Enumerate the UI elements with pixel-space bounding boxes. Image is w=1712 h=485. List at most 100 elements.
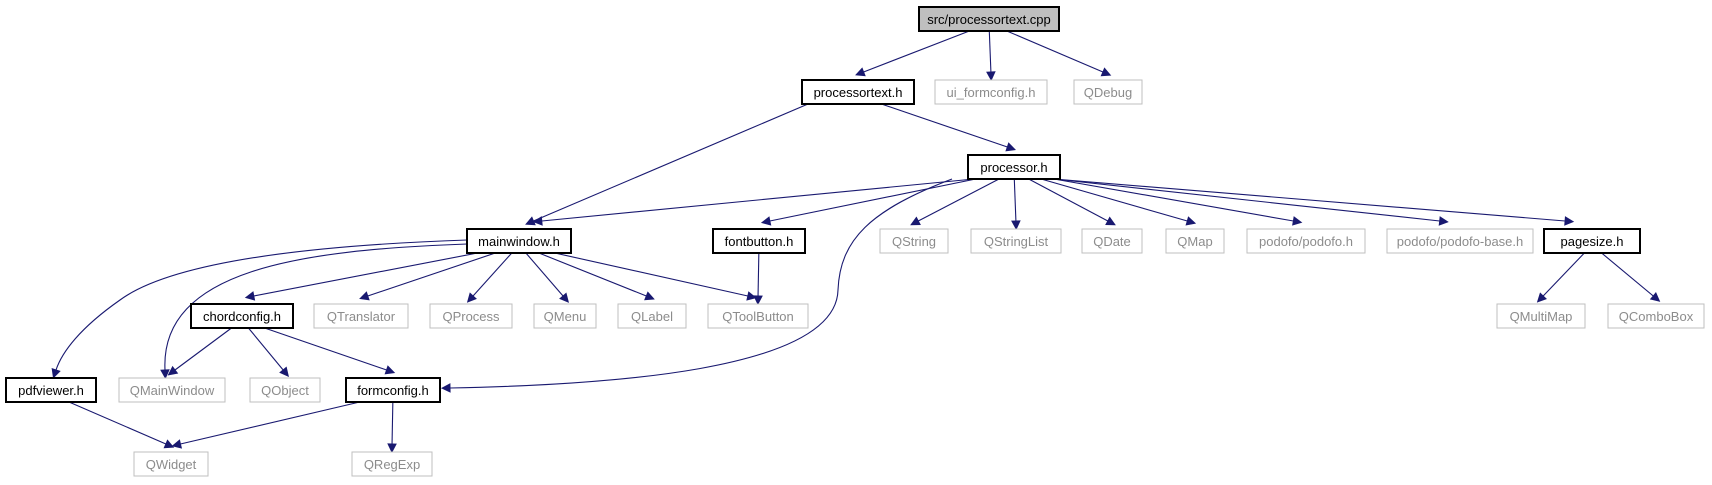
arrowhead-podofo-h — [1292, 216, 1303, 226]
node-qmap[interactable]: QMap — [1165, 228, 1225, 254]
node-qmainwindow[interactable]: QMainWindow — [118, 377, 226, 403]
arrowhead-processor-h — [1005, 142, 1016, 152]
node-mainwindow-h[interactable]: mainwindow.h — [466, 228, 572, 254]
node-qtoolbutton[interactable]: QToolButton — [707, 303, 809, 329]
edge-mainwindow-h-to-qmainwindow — [164, 243, 468, 371]
node-label: QWidget — [146, 457, 197, 472]
edge-processor-h-to-fontbutton-h — [769, 178, 976, 222]
node-qdebug[interactable]: QDebug — [1073, 79, 1143, 105]
node-qmultimap[interactable]: QMultiMap — [1496, 303, 1586, 329]
node-qmenu[interactable]: QMenu — [533, 303, 597, 329]
node-label: QString — [892, 234, 936, 249]
node-label: chordconfig.h — [203, 309, 281, 324]
node-label: QDebug — [1084, 85, 1132, 100]
node-label: QLabel — [631, 309, 673, 324]
arrowhead-qmap — [1185, 216, 1197, 226]
arrowhead-qwidget — [171, 439, 183, 449]
node-label: podofo/podofo.h — [1259, 234, 1353, 249]
node-podofo-h[interactable]: podofo/podofo.h — [1246, 228, 1366, 254]
arrowhead-qobject — [279, 366, 289, 378]
node-label: ui_formconfig.h — [947, 85, 1036, 100]
node-qregexp[interactable]: QRegExp — [351, 451, 433, 477]
node-label: QRegExp — [364, 457, 420, 472]
node-chordconfig-h[interactable]: chordconfig.h — [190, 303, 294, 329]
edge-formconfig-h-to-qregexp — [391, 401, 394, 445]
node-processortext-h[interactable]: processortext.h — [801, 79, 915, 105]
node-podofo-base-h[interactable]: podofo/podofo-base.h — [1386, 228, 1534, 254]
arrowhead-qmainwindow — [167, 365, 179, 376]
node-processor-h[interactable]: processor.h — [967, 154, 1061, 180]
arrowhead-qstring — [910, 216, 921, 226]
node-qdate[interactable]: QDate — [1081, 228, 1143, 254]
arrowhead-processortext-h — [855, 67, 866, 77]
edge-processor-h-to-podofo-base-h — [1053, 178, 1440, 222]
node-fontbutton-h[interactable]: fontbutton.h — [712, 228, 806, 254]
node-label: QObject — [261, 383, 309, 398]
edge-processor-h-to-podofo-h — [1053, 178, 1294, 222]
node-pdfviewer-h[interactable]: pdfviewer.h — [5, 377, 97, 403]
node-label: QMap — [1177, 234, 1212, 249]
edge-processor-h-to-formconfig-h — [449, 178, 953, 389]
arrowhead-qtoolbutton — [753, 295, 763, 306]
node-label: src/processortext.cpp — [927, 12, 1051, 27]
node-label: processor.h — [980, 160, 1047, 175]
arrowhead-mainwindow-h — [532, 216, 543, 226]
node-qwidget[interactable]: QWidget — [133, 451, 209, 477]
node-label: QMenu — [544, 309, 587, 324]
node-qcombobox[interactable]: QComboBox — [1607, 303, 1705, 329]
node-qstringlist[interactable]: QStringList — [970, 228, 1062, 254]
node-label: pdfviewer.h — [18, 383, 84, 398]
edge-processor-h-to-mainwindow-h — [541, 178, 975, 222]
node-label: fontbutton.h — [725, 234, 794, 249]
edge-chordconfig-h-to-formconfig-h — [264, 327, 387, 371]
node-qstring[interactable]: QString — [879, 228, 949, 254]
node-pagesize-h[interactable]: pagesize.h — [1543, 228, 1641, 254]
edge-processor-h-to-qstring — [917, 178, 1000, 222]
edge-processortext-cpp-to-qdebug — [1006, 30, 1104, 73]
node-label: QTranslator — [327, 309, 396, 324]
arrowhead-qtranslator — [359, 291, 370, 301]
arrowhead-podofo-base-h — [1438, 216, 1449, 226]
node-label: mainwindow.h — [478, 234, 560, 249]
node-qobject[interactable]: QObject — [249, 377, 321, 403]
edge-chordconfig-h-to-qmainwindow — [174, 327, 232, 371]
arrowhead-qmultimap — [1536, 292, 1547, 303]
node-label: podofo/podofo-base.h — [1397, 234, 1524, 249]
node-label: processortext.h — [814, 85, 903, 100]
edge-chordconfig-h-to-qobject — [248, 327, 284, 371]
node-qlabel[interactable]: QLabel — [617, 303, 687, 329]
node-label: formconfig.h — [357, 383, 429, 398]
edge-mainwindow-h-to-qtranslator — [367, 252, 496, 297]
arrowhead-qmainwindow — [160, 369, 170, 380]
edge-mainwindow-h-to-qlabel — [538, 252, 647, 297]
edge-pdfviewer-h-to-qwidget — [68, 401, 167, 445]
node-label: QMultiMap — [1510, 309, 1573, 324]
node-label: QDate — [1093, 234, 1131, 249]
node-formconfig-h[interactable]: formconfig.h — [345, 377, 441, 403]
edge-processortext-cpp-to-processortext-h — [863, 30, 970, 73]
edge-formconfig-h-to-qwidget — [180, 401, 360, 445]
arrowhead-qcombobox — [1649, 291, 1661, 302]
arrowhead-pagesize-h — [1564, 216, 1575, 226]
edge-mainwindow-h-to-qmenu — [525, 252, 564, 297]
edge-mainwindow-h-to-qtoolbutton — [554, 252, 748, 297]
node-qtranslator[interactable]: QTranslator — [313, 303, 409, 329]
arrowhead-ui-formconfig-h — [986, 71, 996, 82]
edge-processor-h-to-pagesize-h — [1053, 178, 1566, 222]
edge-processortext-cpp-to-ui-formconfig-h — [988, 30, 992, 73]
node-label: QComboBox — [1619, 309, 1694, 324]
arrowhead-qwidget — [163, 439, 175, 449]
node-label: QMainWindow — [130, 383, 215, 398]
arrowhead-qprocess — [466, 292, 477, 303]
node-qprocess[interactable]: QProcess — [429, 303, 513, 329]
node-label: pagesize.h — [1561, 234, 1624, 249]
arrowhead-formconfig-h — [384, 365, 396, 375]
node-label: QProcess — [442, 309, 500, 324]
arrowhead-pdfviewer-h — [51, 368, 61, 379]
arrowhead-qdebug — [1100, 67, 1112, 77]
edge-fontbutton-h-to-qtoolbutton — [757, 252, 760, 297]
node-processortext-cpp[interactable]: src/processortext.cpp — [918, 6, 1060, 32]
edge-processor-h-to-qdate — [1028, 178, 1109, 222]
node-ui-formconfig-h[interactable]: ui_formconfig.h — [934, 79, 1048, 105]
edge-mainwindow-h-to-chordconfig-h — [253, 252, 478, 297]
